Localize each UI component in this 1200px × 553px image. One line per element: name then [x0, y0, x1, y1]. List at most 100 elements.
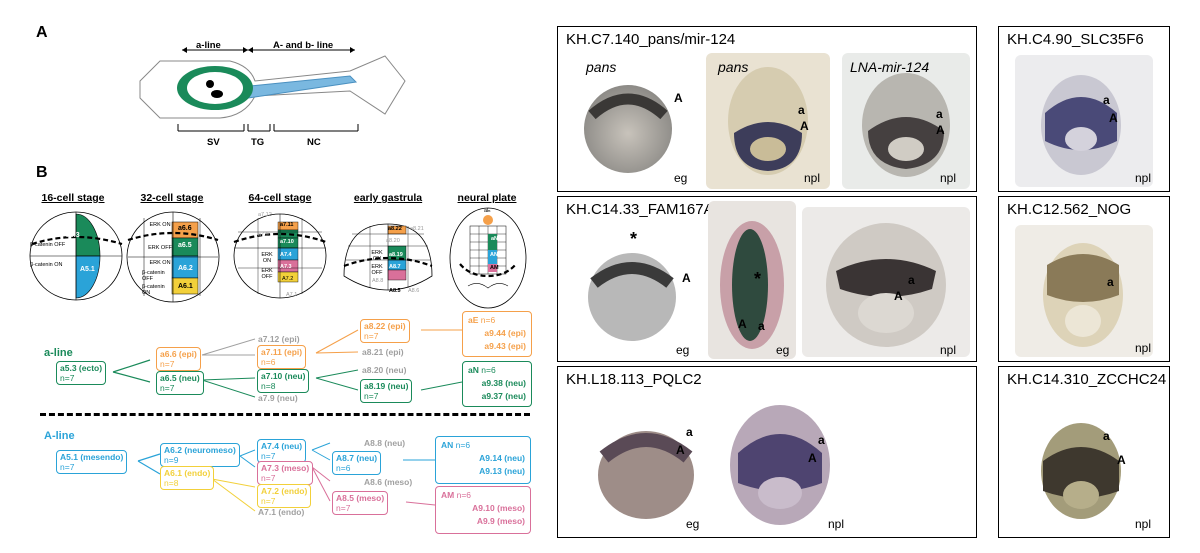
- image-lna-npl: [842, 53, 970, 189]
- gast-a87: A8.7: [389, 264, 401, 270]
- stage-npl: npl: [1135, 171, 1152, 185]
- s64-erk-off: ERK OFF: [261, 268, 273, 280]
- image-pqlc2-eg: [578, 395, 716, 535]
- box-nog: KH.C12.562_NOG a npl: [998, 196, 1170, 362]
- stage-eg: eg: [676, 343, 690, 357]
- mark-a: a: [1107, 275, 1114, 289]
- node-a819: a8.19 (neu)n=7: [360, 379, 413, 403]
- node-A51: A5.1 (mesendo)n=7: [56, 450, 128, 474]
- s16-a53: a5.3: [66, 232, 80, 239]
- node-a53: a5.3 (ecto)n=7: [56, 361, 107, 385]
- s64-a73: A7.3: [280, 264, 292, 270]
- image-pans-eg: [564, 55, 692, 189]
- mark-a: a: [936, 107, 943, 121]
- node-a66: a6.6 (epi)n=7: [156, 347, 201, 371]
- s64-a711: a7.11: [280, 222, 294, 228]
- image-zcchc24-npl: [1015, 395, 1153, 533]
- s64-a72: A7.2: [282, 276, 294, 282]
- panel-a-letter: A: [36, 24, 48, 41]
- box-title: KH.C14.310_ZCCHC24: [1007, 371, 1167, 388]
- gast-a822: a8.22: [388, 226, 402, 232]
- node-aN: aN n=6 a9.38 (neu) a9.37 (neu): [462, 361, 532, 407]
- box-title: KH.C14.33_FAM167A: [566, 201, 714, 218]
- mark-A: A: [894, 289, 903, 303]
- panel-b-letter: B: [36, 164, 48, 181]
- image-pqlc2-npl: [708, 393, 858, 535]
- node-a710: a7.10 (neu)n=8: [257, 369, 310, 393]
- box-zcchc24: KH.C14.310_ZCCHC24 a A npl: [998, 366, 1170, 538]
- stage-neural-plate: neural plate: [457, 192, 517, 204]
- box-fam167a: KH.C14.33_FAM167A * A * A a a A eg eg np…: [557, 196, 977, 362]
- a-line-label: a-line: [44, 347, 73, 359]
- gast-a821: a8.21: [410, 226, 424, 232]
- gast-erk-off: ERK OFF: [371, 264, 383, 276]
- box-title: KH.L18.113_PQLC2: [566, 371, 702, 388]
- node-a821: a8.21 (epi): [362, 347, 404, 357]
- gast-a85: A8.5: [389, 288, 401, 294]
- s32-erk-on-1: ERK ON: [149, 222, 171, 228]
- mark-a: a: [1103, 93, 1110, 107]
- mark-a: a: [758, 319, 765, 333]
- node-A72: A7.2 (endo)n=7: [257, 484, 312, 508]
- image-fam167a-eg-side: [708, 201, 796, 359]
- np-ae: aE: [484, 208, 491, 214]
- s32-bcat-off: β-catenin OFF: [142, 270, 165, 282]
- mark-star: *: [754, 269, 762, 289]
- larva-diagram: [139, 47, 406, 132]
- node-A71: A7.1 (endo): [258, 507, 305, 517]
- np-am: AM: [490, 265, 499, 271]
- mark-a: a: [686, 425, 693, 439]
- node-a712: a7.12 (epi): [258, 334, 300, 344]
- node-A74: A7.4 (neu)n=7: [257, 439, 307, 463]
- node-A61: A6.1 (endo)n=8: [160, 466, 215, 490]
- s32-a62: A6.2: [178, 265, 193, 272]
- mark-A: A: [682, 271, 691, 285]
- lineage-separator: [40, 413, 530, 416]
- stage-npl: npl: [828, 517, 845, 531]
- node-a65: a6.5 (neu)n=7: [156, 371, 204, 395]
- label-lna: LNA-mir-124: [850, 59, 930, 75]
- node-a711: a7.11 (epi)n=6: [257, 345, 307, 369]
- node-A88: A8.8 (neu): [364, 438, 406, 448]
- region-nc: NC: [307, 137, 321, 148]
- label-pans-2: pans: [718, 59, 749, 75]
- stage-32-cell: 32-cell stage: [140, 192, 204, 204]
- node-A85: A8.5 (meso)n=7: [332, 491, 389, 515]
- s64-a71: A7.1: [286, 292, 298, 298]
- A-line-label: A-line: [44, 430, 75, 442]
- gast-a820: a8.20: [386, 238, 400, 244]
- s32-a66: a6.6: [178, 225, 192, 232]
- region-sv: SV: [207, 137, 220, 148]
- image-fam167a-npl: [802, 207, 970, 357]
- lineage-connectors: [112, 329, 463, 512]
- mark-A: A: [674, 91, 683, 105]
- box-title: KH.C4.90_SLC35F6: [1007, 31, 1144, 48]
- np-an: aN: [491, 236, 499, 242]
- box-pans-mir124: KH.C7.140_pans/mir-124 pans pans LNA-mir…: [557, 26, 977, 192]
- s16-bcat-off: β-catenin OFF: [30, 242, 66, 248]
- stage-npl: npl: [940, 171, 957, 185]
- mark-A: A: [676, 443, 685, 457]
- mark-A: A: [936, 123, 945, 137]
- ab-line-arrow-label: A- and b- line: [273, 40, 334, 51]
- node-aE: aE n=6 a9.44 (epi) a9.43 (epi): [462, 311, 532, 357]
- node-AM: AM n=6 A9.10 (meso) A9.9 (meso): [435, 486, 531, 534]
- embryo-early-gastrula: [343, 223, 433, 291]
- s16-bcat-on: β-catenin ON: [30, 262, 63, 268]
- box-title: KH.C12.562_NOG: [1007, 201, 1132, 218]
- mark-a: a: [908, 273, 915, 287]
- stage-16-cell: 16-cell stage: [41, 192, 105, 204]
- gast-a88: A8.8: [372, 278, 384, 284]
- s32-erk-on-2: ERK ON: [149, 260, 171, 266]
- s16-a51: A5.1: [80, 266, 95, 273]
- gast-a819: a8.19: [389, 252, 403, 258]
- region-tg: TG: [251, 137, 265, 148]
- embryo-16-cell: [29, 211, 123, 301]
- mark-a: a: [818, 433, 825, 447]
- image-nog-npl: [1015, 225, 1153, 357]
- node-A86: A8.6 (meso): [364, 477, 413, 487]
- label-pans-1: pans: [586, 59, 617, 75]
- mark-A: A: [808, 451, 817, 465]
- s32-a61: A6.1: [178, 283, 193, 290]
- stage-eg: eg: [686, 517, 700, 531]
